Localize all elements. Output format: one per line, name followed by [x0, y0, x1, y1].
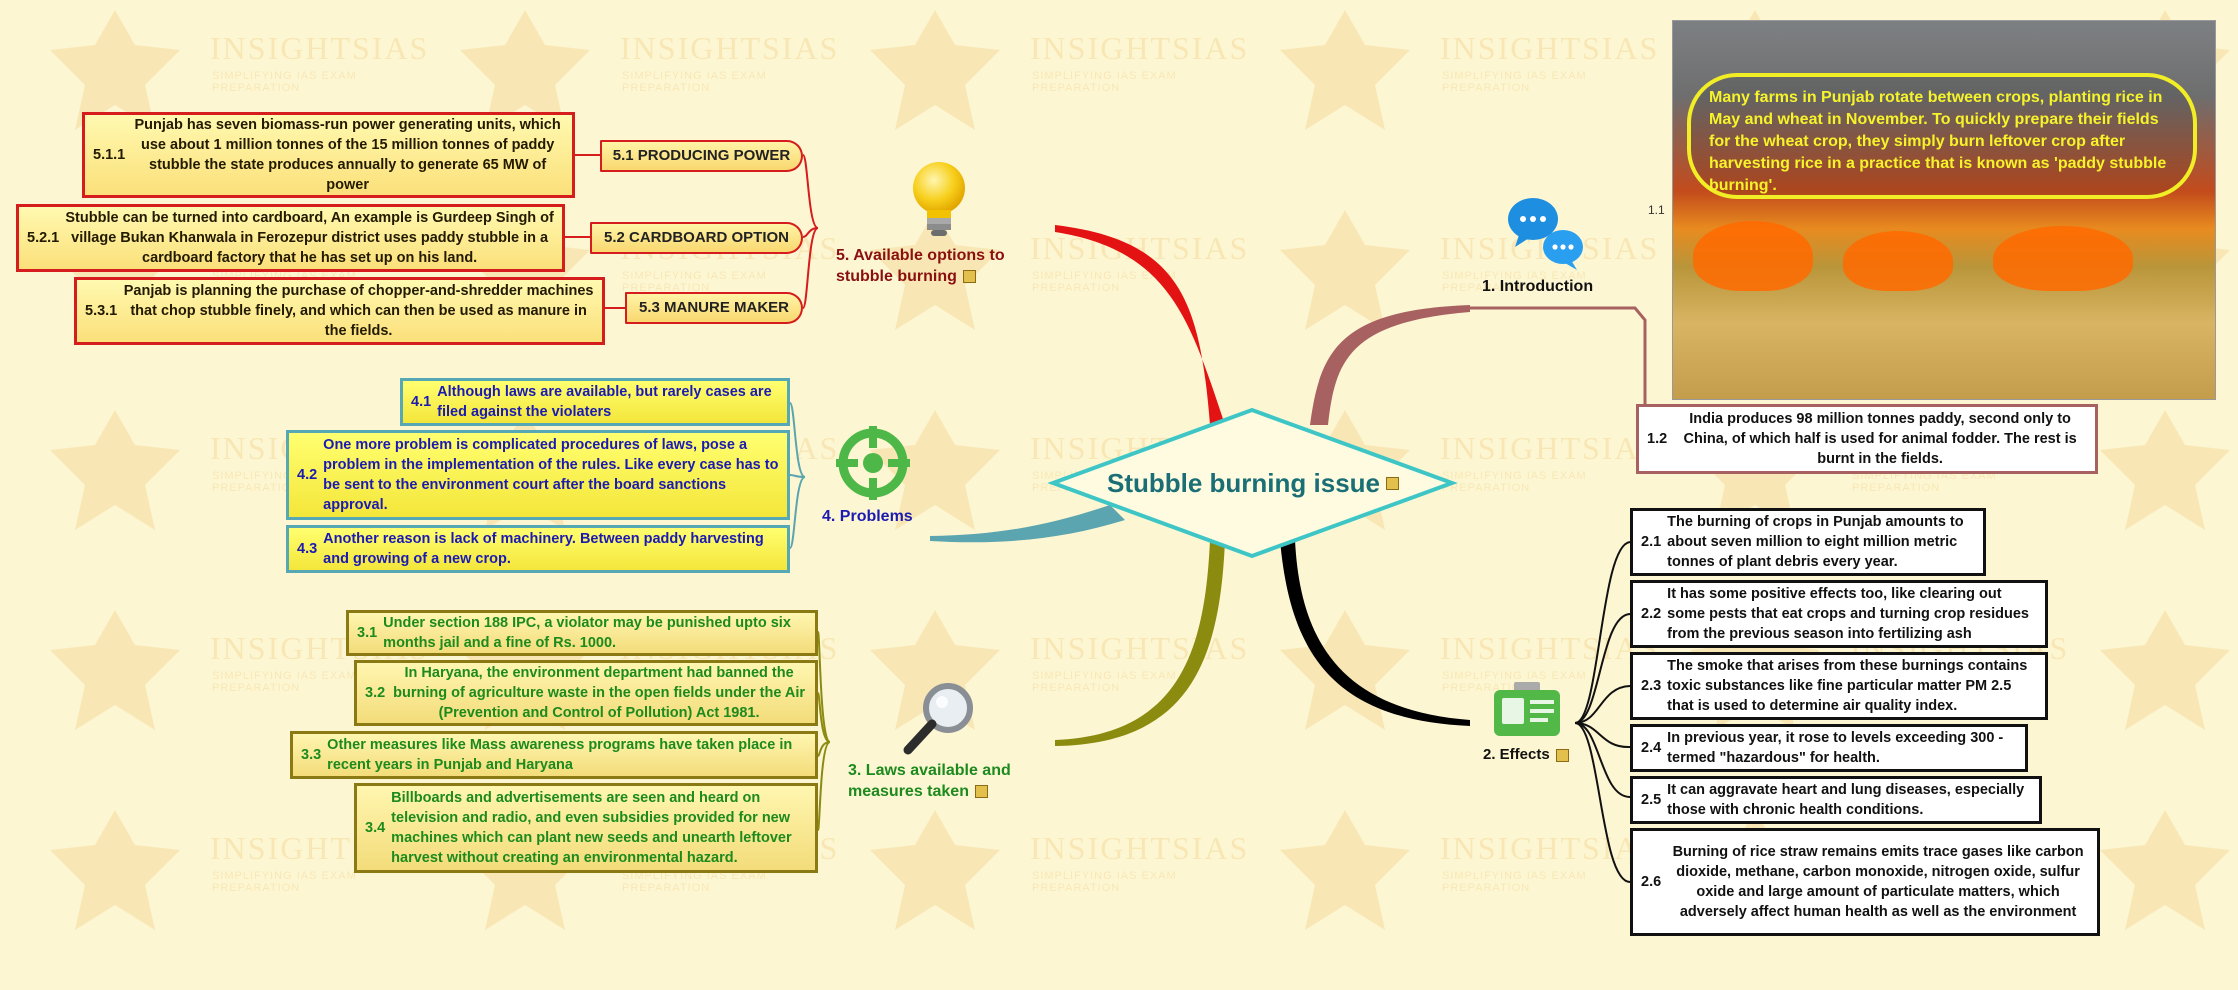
- item-number: 5.3.1: [85, 301, 117, 321]
- effect-item-1[interactable]: 2.1 The burning of crops in Punjab amoun…: [1630, 508, 1986, 576]
- law-item-4[interactable]: 3.4 Billboards and advertisements are se…: [354, 783, 818, 873]
- effect-item-3[interactable]: 2.3 The smoke that arises from these bur…: [1630, 652, 2048, 720]
- option-branch-cardboard[interactable]: 5.2 CARDBOARD OPTION: [590, 222, 803, 254]
- problems-label[interactable]: 4. Problems: [822, 506, 913, 527]
- note-icon[interactable]: [975, 785, 988, 798]
- item-number: 4.2: [297, 465, 317, 485]
- intro-connector: [1470, 308, 1660, 428]
- item-text: In previous year, it rose to levels exce…: [1667, 728, 2017, 768]
- item-number: 2.2: [1641, 604, 1661, 624]
- item-text: It has some positive effects too, like c…: [1667, 584, 2037, 644]
- intro-item-1: Many farms in Punjab rotate between crop…: [1687, 73, 2197, 199]
- item-text: The smoke that arises from these burning…: [1667, 656, 2037, 716]
- law-item-2[interactable]: 3.2 In Haryana, the environment departme…: [354, 660, 818, 726]
- item-number: 3.2: [365, 683, 385, 703]
- note-icon[interactable]: [1556, 749, 1569, 762]
- problem-item-2[interactable]: 4.2 One more problem is complicated proc…: [286, 430, 790, 520]
- item-text: Burning of rice straw remains emits trac…: [1667, 842, 2089, 922]
- law-item-3[interactable]: 3.3 Other measures like Mass awareness p…: [290, 731, 818, 779]
- option-item-manure[interactable]: 5.3.1 Panjab is planning the purchase of…: [74, 277, 605, 345]
- item-text: Punjab has seven biomass-run power gener…: [131, 115, 564, 195]
- branch-line-laws: [1055, 540, 1225, 746]
- intro-item-1-number: 1.1: [1648, 200, 1665, 221]
- item-text: It can aggravate heart and lung diseases…: [1667, 780, 2031, 820]
- flame: [1843, 231, 1953, 291]
- problems-connectors: [790, 403, 805, 548]
- magnifier-icon: [900, 678, 980, 758]
- item-text: The burning of crops in Punjab amounts t…: [1667, 512, 1975, 572]
- law-item-1[interactable]: 3.1 Under section 188 IPC, a violator ma…: [346, 610, 818, 656]
- laws-connectors: [818, 632, 830, 830]
- flame: [1693, 221, 1813, 291]
- item-number: 2.3: [1641, 676, 1661, 696]
- item-text: Another reason is lack of machinery. Bet…: [323, 529, 779, 569]
- item-text: Panjab is planning the purchase of chopp…: [123, 281, 594, 341]
- item-number: 3.1: [357, 623, 377, 643]
- option-item-cardboard[interactable]: 5.2.1 Stubble can be turned into cardboa…: [16, 204, 565, 272]
- flame: [1993, 226, 2133, 291]
- effects-connectors: [1575, 542, 1630, 882]
- item-number: 5.1.1: [93, 145, 125, 165]
- item-text: Although laws are available, but rarely …: [437, 382, 779, 422]
- effects-label[interactable]: 2. Effects: [1483, 744, 1569, 765]
- note-icon[interactable]: [1386, 477, 1399, 490]
- option-branch-manure[interactable]: 5.3 MANURE MAKER: [625, 292, 803, 324]
- intro-item-2[interactable]: 1.2 India produces 98 million tonnes pad…: [1636, 404, 2098, 474]
- effect-item-5[interactable]: 2.5 It can aggravate heart and lung dise…: [1630, 776, 2042, 824]
- item-text: Under section 188 IPC, a violator may be…: [383, 613, 807, 653]
- center-title: Stubble burning issue: [1107, 468, 1380, 499]
- crosshair-icon: [836, 426, 910, 500]
- item-number: 4.1: [411, 392, 431, 412]
- branch-line-options: [1055, 225, 1225, 425]
- item-number: 2.4: [1641, 738, 1661, 758]
- item-text: Billboards and advertisements are seen a…: [391, 788, 807, 868]
- item-text: India produces 98 million tonnes paddy, …: [1673, 409, 2087, 469]
- item-number: 1.2: [1647, 429, 1667, 449]
- option-branch-power[interactable]: 5.1 PRODUCING POWER: [600, 140, 803, 172]
- item-number: 4.3: [297, 539, 317, 559]
- note-icon[interactable]: [963, 270, 976, 283]
- chat-bubbles-icon: [1505, 195, 1585, 273]
- center-node[interactable]: Stubble burning issue: [1050, 407, 1456, 560]
- item-text: One more problem is complicated procedur…: [323, 435, 779, 515]
- intro-item-1-text: Many farms in Punjab rotate between crop…: [1709, 89, 2166, 194]
- item-number: 3.4: [365, 818, 385, 838]
- item-text: Other measures like Mass awareness progr…: [327, 735, 807, 775]
- item-number: 2.5: [1641, 790, 1661, 810]
- effect-item-6[interactable]: 2.6 Burning of rice straw remains emits …: [1630, 828, 2100, 936]
- branch-line-effects: [1280, 540, 1470, 726]
- item-number: 3.3: [301, 745, 321, 765]
- option-item-power[interactable]: 5.1.1 Punjab has seven biomass-run power…: [82, 112, 575, 198]
- laws-label[interactable]: 3. Laws available and measures taken: [848, 760, 1048, 802]
- id-card-icon: [1492, 680, 1562, 740]
- item-text: Stubble can be turned into cardboard, An…: [65, 208, 554, 268]
- item-number: 2.6: [1641, 872, 1661, 892]
- problem-item-3[interactable]: 4.3 Another reason is lack of machinery.…: [286, 525, 790, 573]
- introduction-label[interactable]: 1. Introduction: [1482, 276, 1593, 297]
- lightbulb-icon: [907, 160, 971, 244]
- problem-item-1[interactable]: 4.1 Although laws are available, but rar…: [400, 378, 790, 426]
- item-number: 5.2.1: [27, 228, 59, 248]
- options-label[interactable]: 5. Available options to stubble burning: [836, 245, 1036, 287]
- effect-item-2[interactable]: 2.2 It has some positive effects too, li…: [1630, 580, 2048, 648]
- item-number: 2.1: [1641, 532, 1661, 552]
- effect-item-4[interactable]: 2.4 In previous year, it rose to levels …: [1630, 724, 2028, 772]
- stubble-burning-photo: Many farms in Punjab rotate between crop…: [1672, 20, 2216, 400]
- item-text: In Haryana, the environment department h…: [391, 663, 807, 723]
